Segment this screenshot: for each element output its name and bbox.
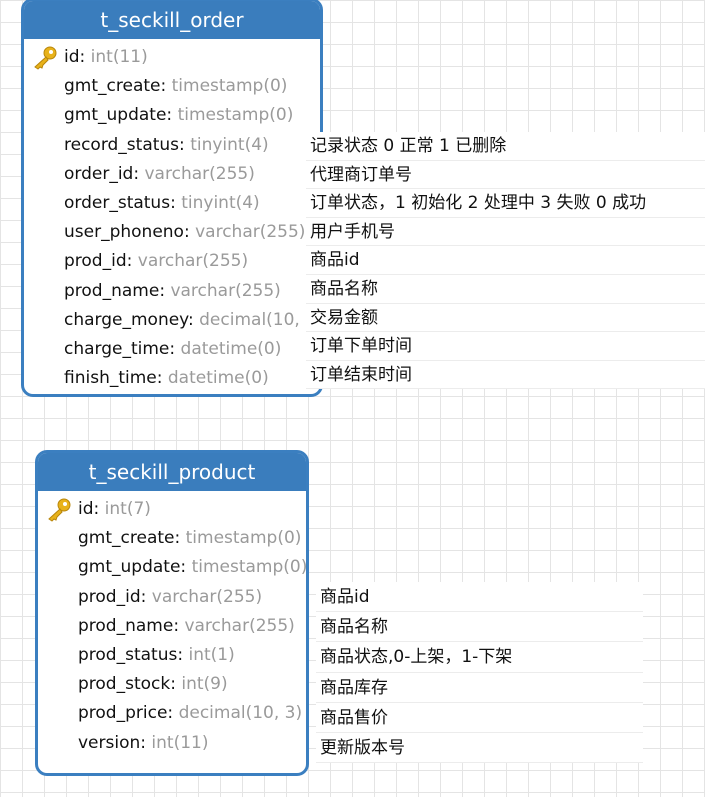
field-name: id bbox=[78, 499, 94, 519]
field-comment: 商品名称 bbox=[316, 612, 643, 643]
field-comment: 商品id bbox=[306, 246, 705, 275]
table-title: t_seckill_product bbox=[38, 453, 306, 491]
field-row[interactable]: prod_status: int(1) bbox=[78, 644, 235, 665]
field-name: gmt_update bbox=[78, 557, 181, 578]
field-type: decimal(10, 3) bbox=[178, 703, 303, 724]
field-type: int(7) bbox=[104, 499, 151, 519]
field-name: order_id bbox=[64, 163, 134, 184]
field-row[interactable]: prod_id: varchar(255) bbox=[78, 586, 263, 607]
table-title: t_seckill_order bbox=[24, 1, 320, 39]
field-type: varchar(255) bbox=[151, 586, 263, 607]
field-name: charge_money bbox=[64, 309, 188, 330]
field-comment: 订单状态，1 初始化 2 处理中 3 失败 0 成功 bbox=[306, 189, 705, 218]
field-row[interactable]: id: int(11) bbox=[24, 43, 320, 72]
field-row[interactable]: finish_time: datetime(0) bbox=[64, 368, 269, 389]
field-row[interactable]: gmt_update: timestamp(0) bbox=[64, 105, 294, 126]
field-list: id: int(7) gmt_create: timestamp(0) gmt_… bbox=[38, 491, 306, 758]
field-row[interactable]: prod_price: decimal(10, 3) bbox=[78, 703, 303, 724]
field-row[interactable]: gmt_create: timestamp(0) bbox=[78, 528, 302, 549]
field-row[interactable]: version: int(11) bbox=[78, 732, 209, 753]
field-row[interactable]: charge_money: decimal(10, 3) bbox=[64, 309, 323, 330]
field-comment: 商品售价 bbox=[316, 703, 643, 733]
table-t-seckill-order[interactable]: t_seckill_order id: int(11) gmt_create: … bbox=[21, 0, 323, 397]
field-comment: 商品库存 bbox=[316, 673, 643, 703]
field-row[interactable]: order_status: tinyint(4) bbox=[64, 192, 260, 213]
field-comment: 订单下单时间 bbox=[306, 332, 705, 361]
field-row[interactable]: charge_time: datetime(0) bbox=[64, 338, 282, 359]
field-name: user_phoneno bbox=[64, 222, 184, 243]
field-type: varchar(255) bbox=[137, 251, 249, 272]
field-row[interactable]: user_phoneno: varchar(255) bbox=[64, 222, 306, 243]
field-comment: 订单结束时间 bbox=[306, 361, 705, 390]
field-type: decimal(10, 3) bbox=[199, 309, 323, 330]
key-icon bbox=[48, 498, 71, 522]
field-comment: 代理商订单号 bbox=[306, 161, 705, 190]
field-name: gmt_update bbox=[64, 105, 167, 126]
field-type: timestamp(0) bbox=[191, 557, 308, 578]
field-row[interactable]: record_status: tinyint(4) bbox=[64, 134, 269, 155]
field-name: id bbox=[64, 47, 80, 67]
field-type: int(1) bbox=[188, 644, 235, 665]
comment-list: 商品id 商品名称 商品状态,0-上架，1-下架 商品库存 商品售价 更新版本号 bbox=[316, 582, 643, 764]
field-comment: 用户手机号 bbox=[306, 218, 705, 247]
field-type: varchar(255) bbox=[184, 615, 295, 636]
field-row[interactable]: prod_name: varchar(255) bbox=[64, 280, 281, 301]
field-type: timestamp(0) bbox=[177, 105, 294, 126]
field-type: int(9) bbox=[181, 674, 228, 695]
field-comment: 更新版本号 bbox=[316, 733, 643, 764]
comment-list: 记录状态 0 正常 1 已删除 代理商订单号 订单状态，1 初始化 2 处理中 … bbox=[306, 132, 705, 390]
field-name: prod_status bbox=[78, 644, 178, 665]
field-name: order_status bbox=[64, 192, 171, 213]
field-type: varchar(255) bbox=[144, 163, 255, 184]
field-comment: 商品id bbox=[316, 582, 643, 613]
field-name: version bbox=[78, 732, 141, 753]
field-type: datetime(0) bbox=[167, 368, 269, 389]
field-type: datetime(0) bbox=[180, 338, 282, 359]
field-comment: 记录状态 0 正常 1 已删除 bbox=[306, 132, 705, 161]
field-row[interactable]: prod_name: varchar(255) bbox=[78, 615, 295, 636]
field-comment: 商品名称 bbox=[306, 275, 705, 304]
field-row[interactable]: prod_id: varchar(255) bbox=[64, 251, 249, 272]
field-type: varchar(255) bbox=[170, 280, 281, 301]
field-type: tinyint(4) bbox=[190, 134, 269, 155]
field-name: finish_time bbox=[64, 368, 157, 389]
field-name: prod_id bbox=[64, 251, 127, 272]
field-row[interactable]: gmt_update: timestamp(0) bbox=[78, 557, 308, 578]
field-row[interactable]: order_id: varchar(255) bbox=[64, 163, 255, 184]
field-type: int(11) bbox=[90, 47, 148, 67]
field-list: id: int(11) gmt_create: timestamp(0) gmt… bbox=[24, 39, 320, 393]
field-name: gmt_create bbox=[64, 76, 161, 97]
field-name: record_status bbox=[64, 134, 180, 155]
field-name: prod_stock bbox=[78, 674, 171, 695]
field-row[interactable]: gmt_create: timestamp(0) bbox=[64, 76, 288, 97]
field-row[interactable]: prod_stock: int(9) bbox=[78, 674, 228, 695]
field-name: charge_time bbox=[64, 338, 170, 359]
field-name: prod_name bbox=[78, 615, 174, 636]
field-type: tinyint(4) bbox=[181, 192, 260, 213]
key-icon bbox=[34, 46, 57, 70]
field-type: timestamp(0) bbox=[171, 76, 288, 97]
field-comment: 交易金额 bbox=[306, 304, 705, 333]
field-type: varchar(255) bbox=[195, 222, 306, 243]
field-name: gmt_create bbox=[78, 528, 175, 549]
field-type: int(11) bbox=[151, 732, 209, 753]
table-t-seckill-product[interactable]: t_seckill_product id: int(7) gmt_create:… bbox=[35, 450, 309, 776]
field-comment: 商品状态,0-上架，1-下架 bbox=[316, 642, 643, 673]
field-type: timestamp(0) bbox=[185, 528, 302, 549]
field-name: prod_price bbox=[78, 703, 168, 724]
field-row[interactable]: id: int(7) bbox=[38, 495, 306, 524]
field-name: prod_id bbox=[78, 586, 141, 607]
field-name: prod_name bbox=[64, 280, 160, 301]
